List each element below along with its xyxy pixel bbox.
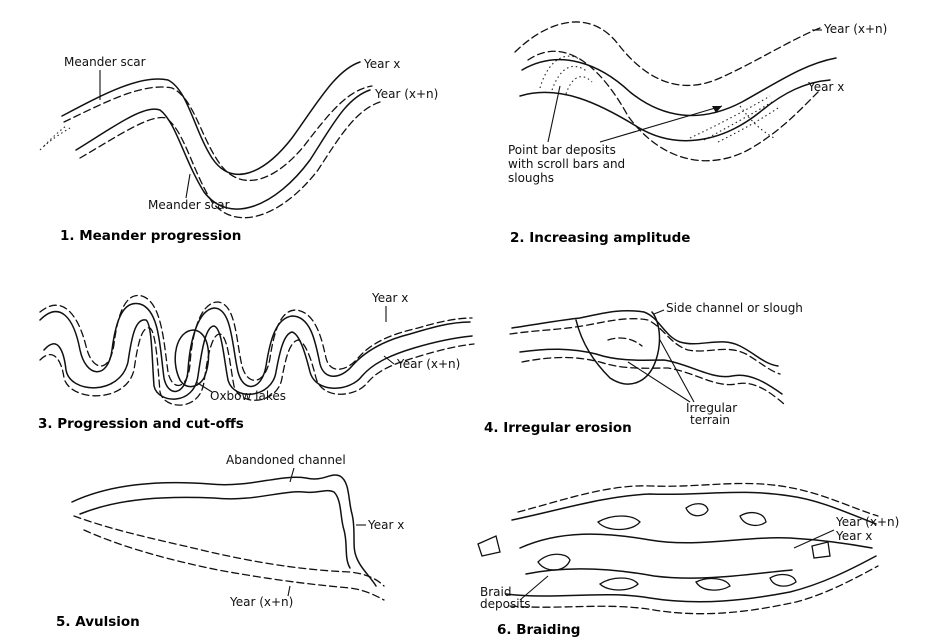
panel-2-label-year-x: Year x [807, 80, 844, 94]
panel-4-caption: 4. Irregular erosion [484, 420, 632, 436]
panel-6-bar-1 [538, 554, 570, 570]
panel-5-label-abandoned: Abandoned channel [226, 453, 346, 467]
panel-5-leader-abandoned [290, 468, 294, 482]
panel-2-label-year-xn: Year (x+n) [823, 22, 887, 36]
panel-6-bar-6 [740, 513, 766, 526]
panel-1-leader-scar-bottom [186, 174, 190, 198]
panel-4-dashed-bank-lower [522, 358, 784, 405]
panel-3-label-oxbow: Oxbow lakes [210, 389, 286, 403]
panel-6-bar-9 [812, 542, 830, 558]
panel-6-bar-4 [686, 504, 708, 516]
panel-6-label-year-x: Year x [835, 529, 872, 543]
panel-1-channel-bank-upper [62, 62, 360, 174]
panel-5-label-year-xn: Year (x+n) [229, 595, 293, 609]
panel-6-caption: 6. Braiding [497, 622, 580, 638]
panel-5-caption: 5. Avulsion [56, 614, 140, 630]
panel-5-new-channel-lower [84, 530, 384, 600]
panel-3-channel-bank-upper [40, 303, 470, 391]
panel-5-avulsion: Abandoned channel Year x Year (x+n) 5. A… [56, 453, 404, 630]
panel-4-side-channel [576, 312, 659, 384]
panel-6-bar-2 [598, 516, 640, 530]
panel-2-point-bar-right [690, 96, 778, 142]
panel-3-caption: 3. Progression and cut-offs [38, 416, 244, 432]
panel-1-scar-sketch [40, 126, 70, 150]
panel-3-progression-cutoffs: Year x Year (x+n) Oxbow lakes 3. Progres… [38, 291, 474, 432]
panel-5-new-channel-upper [74, 516, 384, 586]
panel-4-leader-terrain-b [660, 340, 694, 402]
panel-4-leader-side-channel [654, 310, 664, 314]
panel-2-leader-point-bar-a [548, 86, 560, 142]
panel-6-bar-8 [478, 536, 500, 556]
panel-6-outer-bank-upper [512, 492, 876, 524]
panel-4-terrain-patch [608, 338, 642, 346]
panel-6-braiding: Year (x+n) Year x Braid deposits 6. Brai… [478, 483, 899, 638]
panel-2-label-point-bar-2: with scroll bars and [508, 157, 625, 171]
panel-1-caption: 1. Meander progression [60, 228, 241, 244]
panel-4-label-irregular-2: terrain [690, 413, 730, 427]
panel-1-label-year-x: Year x [363, 57, 400, 71]
panel-6-label-braid-2: deposits [480, 597, 531, 611]
panel-5-abandoned-channel-lower [80, 491, 350, 568]
panel-5-label-year-x: Year x [367, 518, 404, 532]
panel-2-channel-bank-upper [522, 58, 836, 115]
panel-6-dashed-bank-upper [518, 483, 878, 516]
panel-6-bar-5 [696, 579, 730, 591]
panel-3-dashed-bank-upper [40, 295, 472, 385]
panel-3-label-year-x: Year x [371, 291, 408, 305]
panel-6-bar-3 [600, 578, 638, 590]
panel-3-oxbow-lake [175, 330, 208, 387]
panel-2-label-point-bar-3: sloughs [508, 171, 554, 185]
panel-6-inner-channel-b [526, 569, 792, 578]
panel-2-dashed-bank-upper [515, 22, 820, 85]
panel-2-caption: 2. Increasing amplitude [510, 230, 690, 246]
panel-2-channel-bank-lower [520, 80, 830, 141]
panel-4-irregular-erosion: Side channel or slough Irregular terrain… [484, 301, 803, 436]
panel-1-channel-bank-lower [76, 90, 370, 209]
panel-4-label-side-channel: Side channel or slough [666, 301, 803, 315]
panel-2-increasing-amplitude: Year (x+n) Year x Point bar deposits wit… [508, 22, 887, 246]
panel-6-dashed-bank-lower [510, 566, 878, 614]
panel-2-label-point-bar-1: Point bar deposits [508, 143, 616, 157]
panel-3-label-year-xn: Year (x+n) [396, 357, 460, 371]
panel-6-bar-7 [770, 575, 796, 587]
panel-1-label-year-xn: Year (x+n) [374, 87, 438, 101]
panel-6-label-year-xn: Year (x+n) [835, 515, 899, 529]
panel-1-meander-progression: Meander scar Year x Year (x+n) Meander s… [40, 55, 438, 244]
panel-1-label-meander-scar-bottom: Meander scar [148, 198, 230, 212]
panel-1-label-meander-scar-top: Meander scar [64, 55, 146, 69]
